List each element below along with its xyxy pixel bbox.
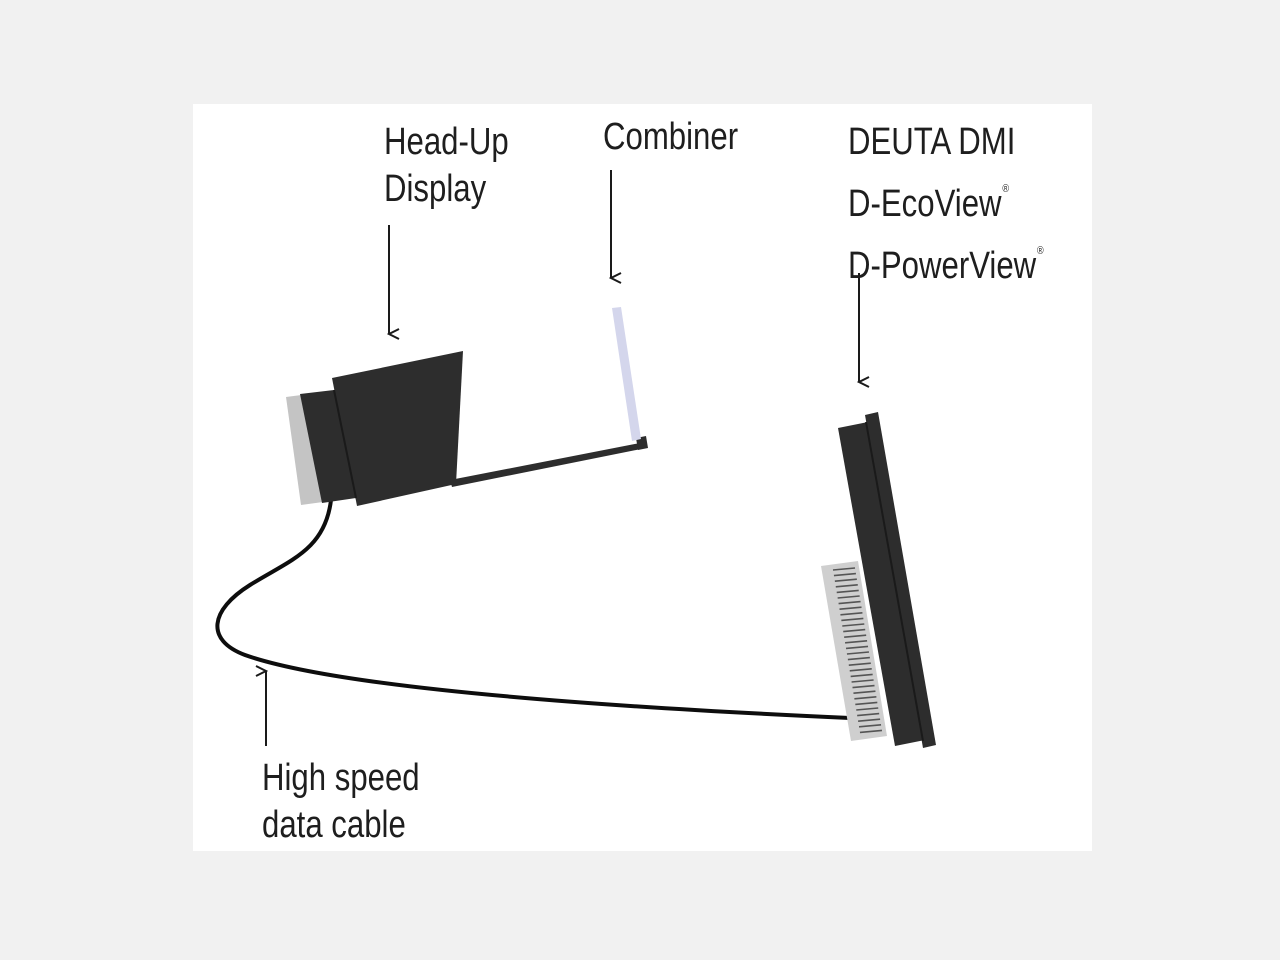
connector-rib xyxy=(837,595,860,599)
hud-mount-arm xyxy=(450,443,641,487)
connector-rib xyxy=(859,729,883,734)
dmi-label: DEUTA DMI D-EcoView® D-PowerView® xyxy=(848,119,1044,290)
connector-rib xyxy=(843,628,866,633)
connector-rib xyxy=(853,690,876,694)
cable-label-line1: High speed xyxy=(262,757,420,799)
cable-label: High speed data cable xyxy=(262,755,420,849)
connector-rib xyxy=(851,679,874,683)
connector-rib xyxy=(842,623,865,627)
registered-mark-1: ® xyxy=(1002,183,1010,195)
connector-rib xyxy=(834,578,857,582)
connector-rib xyxy=(858,718,881,722)
combiner-hinge xyxy=(636,436,648,450)
combiner-glass xyxy=(612,307,641,441)
registered-mark-2: ® xyxy=(1036,245,1044,257)
connector-rib xyxy=(854,696,877,700)
hud-label-line1: Head-Up xyxy=(384,121,509,163)
connector-rib xyxy=(856,707,879,711)
connector-rib xyxy=(844,634,867,638)
connector-rib xyxy=(838,600,861,605)
deuta-dmi-display xyxy=(821,412,936,748)
dmi-label-powerview: D-PowerView xyxy=(848,245,1037,287)
connector-rib xyxy=(841,617,864,622)
dmi-body xyxy=(838,422,925,746)
hud-lens xyxy=(286,394,323,505)
hud-front-block xyxy=(300,390,356,503)
dmi-label-ecoview: D-EcoView xyxy=(848,183,1002,225)
connector-rib xyxy=(833,572,857,577)
connector-rib xyxy=(848,662,871,666)
combiner-label-text: Combiner xyxy=(603,116,739,158)
hud-body xyxy=(332,351,463,506)
dmi-connector-pins xyxy=(832,567,883,734)
connector-rib xyxy=(840,612,863,616)
combiner-label: Combiner xyxy=(603,114,738,161)
dmi-front-frame xyxy=(865,412,936,748)
hud-label-line2: Display xyxy=(384,168,487,210)
dmi-connector xyxy=(821,561,887,741)
connector-rib xyxy=(845,640,868,644)
connector-rib xyxy=(855,701,878,706)
connector-rib xyxy=(858,724,882,728)
hud-label: Head-Up Display xyxy=(384,119,509,213)
dmi-label-line1: DEUTA DMI xyxy=(848,121,1016,163)
connector-rib xyxy=(836,589,859,594)
dmi-label-line3: D-PowerView® xyxy=(848,228,1044,290)
connector-rib xyxy=(846,651,870,655)
connector-rib xyxy=(835,584,858,588)
connector-rib xyxy=(839,606,862,610)
cable-label-line2: data cable xyxy=(262,804,406,846)
connector-rib xyxy=(845,645,869,650)
head-up-display-unit xyxy=(286,351,648,506)
connector-rib xyxy=(852,684,875,689)
connector-rib xyxy=(850,673,873,678)
dmi-label-line2: D-EcoView® xyxy=(848,166,1044,228)
data-cable xyxy=(215,498,852,720)
connector-rib xyxy=(857,712,880,717)
connector-rib xyxy=(832,567,856,571)
connector-rib xyxy=(847,656,870,661)
connector-rib xyxy=(849,668,872,672)
